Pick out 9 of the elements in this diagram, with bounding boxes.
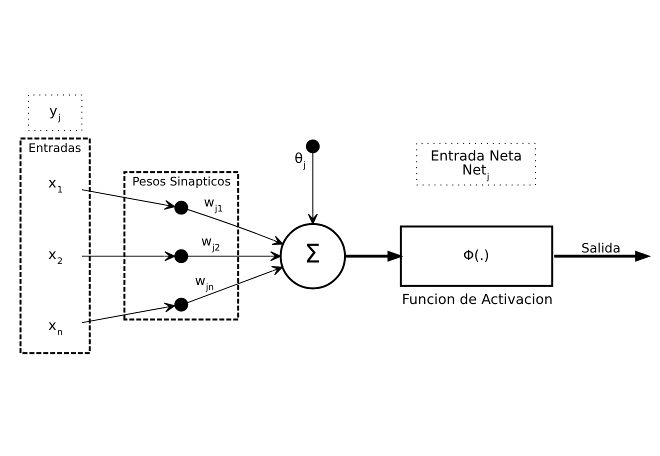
edge-label: w$_{j1}$ [204,196,223,215]
edge-label: Salida [581,242,621,257]
node-text: x$_{n}$ [48,318,63,338]
node-label: θ$_{j}$ [294,150,306,171]
edge-label: w$_{jn}$ [194,274,214,294]
node-label: Funcion de Activacion [402,292,553,308]
node-text: x$_{2}$ [48,246,63,267]
node-text: x$_{1}$ [48,176,63,196]
edge-label: w$_{j2}$ [201,234,220,254]
